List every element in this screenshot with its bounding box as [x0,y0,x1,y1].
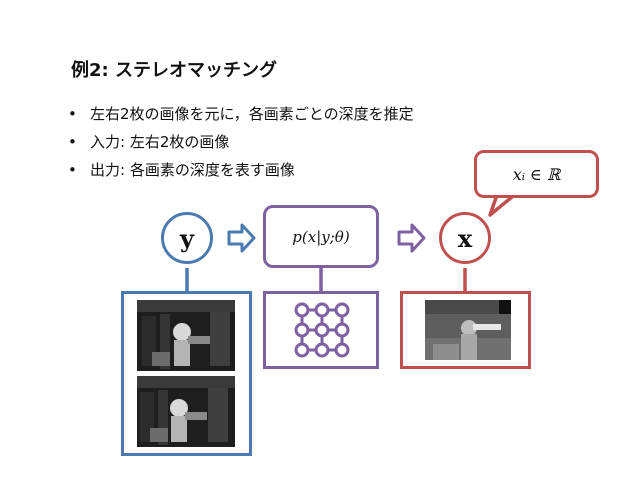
stereo-pair-images [137,300,235,447]
node-x: x [439,212,491,264]
stereo-left-image [137,300,235,371]
node-y: y [161,212,213,264]
arrow-right-icon [227,223,256,253]
bullet-item: •左右2枚の画像を元に，各画素ごとの深度を推定 [68,105,414,123]
stereo-right-image [137,376,235,447]
bullet-list: •左右2枚の画像を元に，各画素ごとの深度を推定 •入力: 左右2枚の画像 •出力… [68,104,414,188]
arrow-right-icon [397,223,426,253]
slide-title: 例2: ステレオマッチング [71,60,277,81]
grid-graph-icon [294,302,350,358]
node-model: p(x|y;θ) [263,205,379,268]
model-graph-box [263,291,379,369]
input-images-box [121,291,252,456]
depth-map-image [425,300,511,360]
output-image-box [400,291,531,369]
callout-real-value: xᵢ ∈ ℝ [474,150,599,198]
bullet-item: •出力: 各画素の深度を表す画像 [68,161,295,179]
bullet-item: •入力: 左右2枚の画像 [68,133,230,151]
